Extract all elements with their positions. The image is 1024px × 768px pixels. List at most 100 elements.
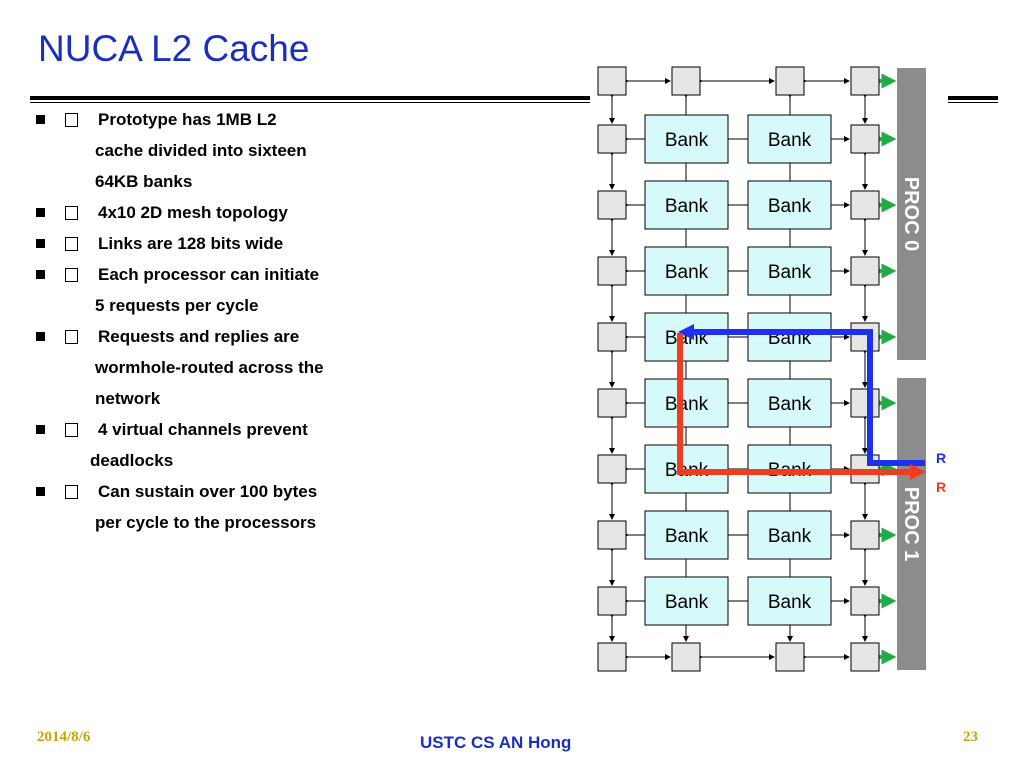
bank-block	[644, 180, 729, 230]
bank-block	[747, 510, 832, 560]
request-arrowhead-icon	[910, 464, 926, 480]
router-node	[850, 520, 880, 550]
page-number: 23	[963, 729, 978, 745]
bullet-text: 4 virtual channels prevent	[98, 420, 308, 439]
bullet-square-icon	[36, 270, 45, 279]
checkbox-glyph-icon	[65, 485, 78, 499]
bank-label: Bank	[665, 394, 709, 415]
bullet-4: Each processor can initiate	[36, 265, 319, 285]
bank-block	[747, 114, 832, 164]
bullet-text: Each processor can initiate	[98, 265, 320, 284]
reply-arrowhead-icon	[678, 324, 694, 340]
bullet-square-icon	[36, 332, 45, 341]
bank-label: Bank	[768, 130, 812, 151]
bank-block	[644, 246, 729, 296]
bank-block	[644, 378, 729, 428]
router-node	[850, 322, 880, 352]
router-node	[597, 322, 627, 352]
router-node	[775, 642, 805, 672]
bullet-7-cont: per cycle to the processors	[95, 513, 317, 532]
reply-marker: R	[936, 450, 946, 466]
bullet-text: Links are 128 bits wide	[98, 234, 284, 253]
bank-label: Bank	[665, 262, 709, 283]
router-node	[597, 256, 627, 286]
bank-label: Bank	[768, 592, 812, 613]
bullet-2: 4x10 2D mesh topology	[36, 203, 288, 223]
bank-label: Bank	[665, 592, 709, 613]
router-node	[597, 124, 627, 154]
router-node	[597, 520, 627, 550]
bullet-6: 4 virtual channels prevent	[36, 420, 308, 440]
proc1-bar	[897, 378, 926, 670]
router-node	[597, 388, 627, 418]
checkbox-glyph-icon	[65, 237, 78, 251]
bank-label: Bank	[665, 526, 709, 547]
request-path	[677, 333, 912, 475]
footer-author: USTC CS AN Hong	[420, 733, 572, 752]
bank-block	[747, 378, 832, 428]
router-node	[850, 66, 880, 96]
bank-label: Bank	[768, 526, 812, 547]
checkbox-glyph-icon	[65, 113, 78, 127]
bullet-1-cont: 64KB banks	[95, 172, 193, 191]
checkbox-glyph-icon	[65, 268, 78, 282]
bank-block	[644, 312, 729, 362]
title-rule-right-thin	[948, 102, 998, 103]
slide-title: NUCA L2 Cache	[38, 28, 310, 69]
footer-date: 2014/8/6	[37, 729, 91, 745]
title-rule-right	[948, 96, 998, 100]
router-node	[671, 642, 701, 672]
bank-block	[644, 576, 729, 626]
bullet-4-cont: 5 requests per cycle	[95, 296, 259, 315]
router-node	[597, 190, 627, 220]
checkbox-glyph-icon	[65, 330, 78, 344]
router-node	[850, 124, 880, 154]
bullet-5-cont: network	[95, 389, 161, 408]
router-node	[597, 642, 627, 672]
checkbox-glyph-icon	[65, 423, 78, 437]
bullet-square-icon	[36, 208, 45, 217]
router-node	[850, 586, 880, 616]
bank-label: Bank	[768, 394, 812, 415]
bank-block	[644, 510, 729, 560]
bullet-7: Can sustain over 100 bytes	[36, 482, 317, 502]
router-node	[850, 256, 880, 286]
bullet-square-icon	[36, 487, 45, 496]
bank-block	[747, 576, 832, 626]
request-marker: R	[936, 479, 946, 495]
bank-label: Bank	[768, 196, 812, 217]
bullet-text: Prototype has 1MB L2	[98, 110, 277, 129]
router-node	[597, 454, 627, 484]
title-rule-thin	[30, 102, 590, 103]
router-node	[850, 642, 880, 672]
bullet-3: Links are 128 bits wide	[36, 234, 283, 254]
bullet-1: Prototype has 1MB L2	[36, 110, 277, 130]
bullet-1-cont: cache divided into sixteen	[95, 141, 307, 160]
bank-label: Bank	[665, 130, 709, 151]
bank-label: Bank	[665, 196, 709, 217]
proc0-bar	[897, 68, 926, 360]
bank-label: Bank	[768, 262, 812, 283]
router-node	[597, 66, 627, 96]
mesh-links	[609, 73, 897, 665]
proc0-label: PROC 0	[900, 177, 922, 251]
router-node	[597, 586, 627, 616]
bullet-text: 4x10 2D mesh topology	[98, 203, 288, 222]
router-node	[850, 388, 880, 418]
bullet-5-cont: wormhole-routed across the	[95, 358, 324, 377]
bank-block	[644, 114, 729, 164]
bullet-text: Can sustain over 100 bytes	[98, 482, 318, 501]
bank-block	[747, 180, 832, 230]
router-node	[775, 66, 805, 96]
bank-block	[747, 246, 832, 296]
proc1-label: PROC 1	[900, 487, 922, 561]
bullet-6-cont: deadlocks	[90, 451, 174, 470]
checkbox-glyph-icon	[65, 206, 78, 220]
router-node	[671, 66, 701, 96]
title-rule	[30, 96, 590, 100]
bullet-square-icon	[36, 239, 45, 248]
bullet-square-icon	[36, 425, 45, 434]
reply-path	[690, 329, 925, 466]
